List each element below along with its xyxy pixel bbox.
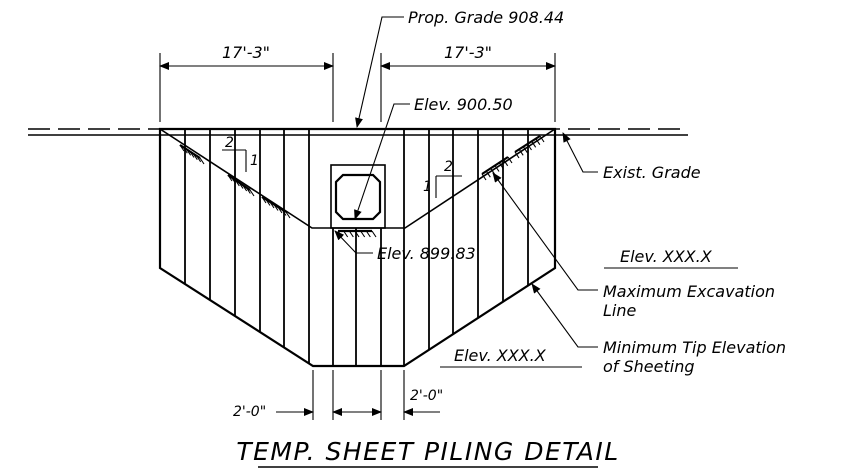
culvert-box [330,164,386,229]
hatch-mark [514,151,520,159]
dim-right-top-label: 17'-3" [444,43,492,62]
slope-right-run: 2 [444,159,453,175]
slope-indicator-right: 2 1 [423,159,462,198]
hatch-base [227,174,251,191]
min-tip-callout: Minimum Tip Elevation of Sheeting [531,283,786,376]
hatch-mark [527,143,532,151]
min-tip-label-1: Minimum Tip Elevation [603,338,786,357]
hatch-mark [371,230,377,238]
hatch-base [261,196,287,213]
hatch-mark [535,138,541,145]
slope-left-run: 2 [225,135,234,151]
hatch-mark [531,141,537,148]
hatch-mark [518,149,524,156]
elev-xxx-right-label: Elev. XXX.X [620,247,713,266]
elev-xxx-bottom-callout: Elev. XXX.X [440,346,582,368]
dimension-right-top: 17'-3" [380,43,556,122]
elev-top-label: Elev. 900.50 [414,95,513,114]
max-excavation-callout: Maximum Excavation Line [492,172,775,320]
hatch-mark [494,165,500,172]
culvert-opening [334,173,382,221]
dim-left-top-label: 17'-3" [222,43,270,62]
exist-grade-callout: Exist. Grade [562,132,701,182]
prop-grade-label: Prop. Grade 908.44 [408,8,564,27]
hatch-base [179,144,201,159]
diagram-title: TEMP. SHEET PILING DETAIL [236,437,619,468]
hatch-mark [249,189,255,197]
hatch-mark [503,159,509,167]
hatch-mark [539,135,545,143]
dim-bottom-left-label: 2'-0" [233,404,266,420]
elev-xxx-bottom-label: Elev. XXX.X [454,346,547,365]
soil-hatching [179,135,545,238]
min-tip-label-2: of Sheeting [603,357,695,376]
hatch-base [481,156,509,175]
slope-indicator-left: 2 1 [222,135,259,172]
hatch-mark [485,170,491,178]
hatch-mark [481,173,487,181]
hatch-mark [285,211,291,219]
slope-left-rise: 1 [250,153,259,169]
dimension-bottom: 2'-0" 2'-0" [233,370,443,420]
hatch-mark [507,156,513,164]
dim-bottom-right-label: 2'-0" [410,388,443,404]
elev-bottom-label: Elev. 899.83 [377,244,476,263]
hatch-mark [498,162,504,169]
sheet-piles [184,129,529,366]
hatch-mark [522,146,528,153]
elev-top-callout: Elev. 900.50 [354,95,513,220]
hatch-mark [199,157,205,165]
max-excavation-label-2: Line [603,301,637,320]
prop-grade-callout: Prop. Grade 908.44 [355,8,564,128]
dimension-left-top: 17'-3" [159,43,334,122]
slope-right-rise: 1 [423,179,432,195]
elev-xxx-right-callout: Elev. XXX.X [604,247,738,269]
max-excavation-label-1: Maximum Excavation [603,282,775,301]
title-text: TEMP. SHEET PILING DETAIL [236,437,619,466]
elev-bottom-callout: Elev. 899.83 [334,230,476,263]
hatch-base [514,135,541,153]
exist-grade-label: Exist. Grade [603,163,701,182]
